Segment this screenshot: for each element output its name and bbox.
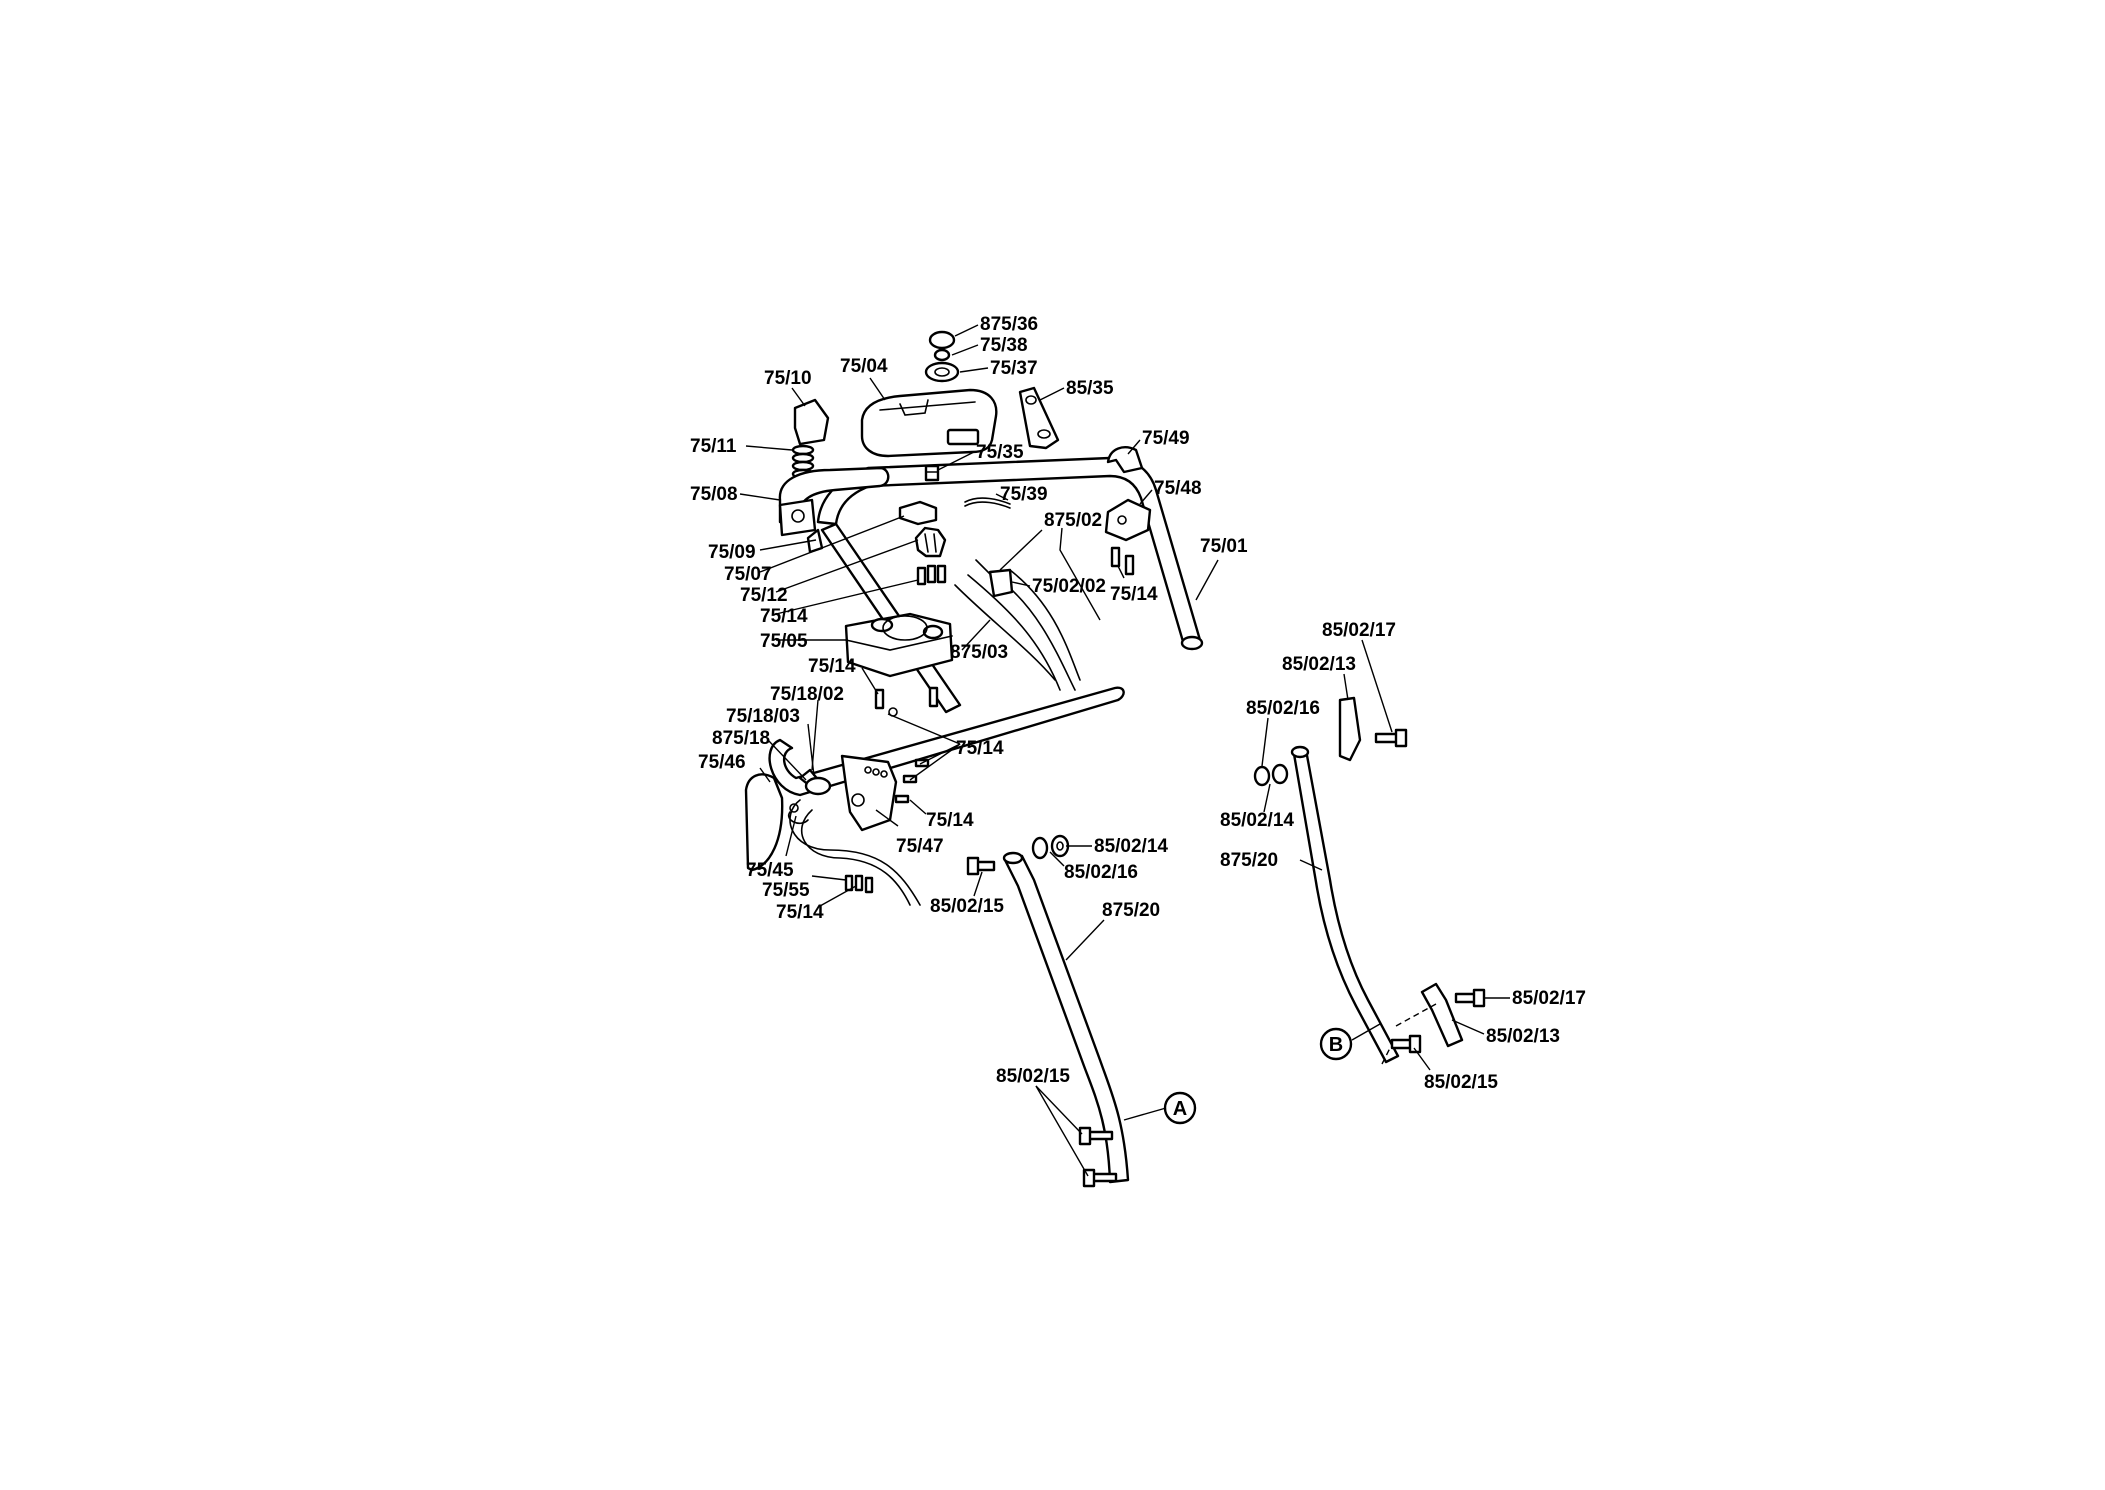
bracket-75-47 bbox=[840, 754, 898, 832]
label-75-48: 75/48 bbox=[1154, 478, 1202, 499]
label-75-04: 75/04 bbox=[840, 356, 888, 377]
bracket-75-48 bbox=[1104, 498, 1152, 542]
knob-875-36 bbox=[924, 330, 960, 383]
screw-75-35 bbox=[924, 464, 940, 482]
screw-group-75-14 bbox=[916, 564, 947, 586]
label-75-39: 75/39 bbox=[1000, 484, 1048, 505]
screw-set-75-14-mid bbox=[894, 758, 930, 804]
bolts-85-02-15-b bbox=[1078, 1126, 1118, 1188]
clamp-75-12 bbox=[914, 526, 947, 558]
label-75-14-f: 75/14 bbox=[776, 902, 824, 923]
label-85-02-14-b: 85/02/14 bbox=[1220, 810, 1294, 831]
label-85-35: 85/35 bbox=[1066, 378, 1114, 399]
label-85-02-15-c: 85/02/15 bbox=[1424, 1072, 1498, 1093]
label-75-35: 75/35 bbox=[976, 442, 1024, 463]
label-875-20-a: 875/20 bbox=[1102, 900, 1160, 921]
label-85-02-17-a: 85/02/17 bbox=[1322, 620, 1396, 641]
label-75-08: 75/08 bbox=[690, 484, 738, 505]
label-75-11: 75/11 bbox=[690, 436, 737, 457]
part-labels: 875/36 75/38 75/37 75/10 75/04 85/35 75/… bbox=[690, 314, 1586, 1093]
bolt-85-02-15-a bbox=[966, 856, 996, 876]
lever-75-08 bbox=[778, 466, 890, 537]
lever-75-18-02 bbox=[798, 768, 832, 796]
spring-rod-75-39 bbox=[964, 497, 1011, 509]
clip-75-10 bbox=[793, 398, 830, 446]
lower-tube-a bbox=[1002, 851, 1130, 1184]
label-75-02-02: 75/02/02 bbox=[1032, 576, 1106, 597]
label-75-14-b: 75/14 bbox=[1110, 584, 1158, 605]
label-85-02-16-b: 85/02/16 bbox=[1246, 698, 1320, 719]
base-75-05 bbox=[844, 612, 954, 678]
label-85-02-13-a: 85/02/13 bbox=[1282, 654, 1356, 675]
link-85-35 bbox=[1018, 386, 1060, 450]
label-75-14-e: 75/14 bbox=[926, 810, 974, 831]
label-75-55: 75/55 bbox=[762, 880, 810, 901]
label-75-10: 75/10 bbox=[764, 368, 812, 389]
control-cables bbox=[789, 569, 1081, 906]
label-75-38: 75/38 bbox=[980, 335, 1028, 356]
leader-lines bbox=[739, 324, 1510, 1177]
label-75-09: 75/09 bbox=[708, 542, 756, 563]
label-75-45: 75/45 bbox=[746, 860, 794, 881]
cap-75-49 bbox=[1106, 446, 1144, 474]
label-75-01: 75/01 bbox=[1200, 536, 1248, 557]
lower-tube-b bbox=[1290, 745, 1400, 1064]
callout-a-text: A bbox=[1173, 1098, 1187, 1120]
label-85-02-16-a: 85/02/16 bbox=[1064, 862, 1138, 883]
label-75-37: 75/37 bbox=[990, 358, 1038, 379]
label-75-05: 75/05 bbox=[760, 631, 808, 652]
label-875-20-b: 875/20 bbox=[1220, 850, 1278, 871]
washers-85-02-16-b bbox=[1253, 763, 1289, 787]
callout-b-text: B bbox=[1329, 1034, 1343, 1056]
label-75-14-c: 75/14 bbox=[808, 656, 856, 677]
clip-75-07 bbox=[898, 500, 938, 526]
control-housing-75-04 bbox=[860, 388, 998, 458]
callout-b: B bbox=[1319, 1027, 1353, 1061]
label-85-02-15-b: 85/02/15 bbox=[996, 1066, 1070, 1087]
label-875-02: 875/02 bbox=[1044, 510, 1102, 531]
label-85-02-14-a: 85/02/14 bbox=[1094, 836, 1168, 857]
label-75-47: 75/47 bbox=[896, 836, 944, 857]
bracket-85-02-13-b bbox=[1420, 982, 1464, 1048]
label-85-02-13-b: 85/02/13 bbox=[1486, 1026, 1560, 1047]
bolt-85-02-17-b bbox=[1454, 988, 1486, 1008]
callout-a: A bbox=[1163, 1091, 1197, 1125]
label-875-36: 875/36 bbox=[980, 314, 1038, 335]
label-75-12: 75/12 bbox=[740, 585, 788, 606]
label-875-03: 875/03 bbox=[950, 642, 1008, 663]
label-75-14-a: 75/14 bbox=[760, 606, 808, 627]
label-75-49: 75/49 bbox=[1142, 428, 1190, 449]
cover-75-46 bbox=[744, 773, 784, 872]
bolt-85-02-17-a bbox=[1374, 728, 1408, 748]
label-75-18-02: 75/18/02 bbox=[770, 684, 844, 705]
bolt-85-02-15-c bbox=[1390, 1034, 1422, 1054]
spring-75-45 bbox=[787, 803, 809, 825]
screw-set-75-55 bbox=[844, 874, 874, 894]
screw-pair-75-14-lower bbox=[874, 686, 939, 717]
label-75-07: 75/07 bbox=[724, 564, 772, 585]
label-85-02-17-b: 85/02/17 bbox=[1512, 988, 1586, 1009]
bracket-85-02-13-a bbox=[1338, 696, 1362, 762]
screw-pair-75-14 bbox=[1110, 546, 1135, 576]
label-875-18: 875/18 bbox=[712, 728, 770, 749]
adjuster-75-02-02 bbox=[975, 559, 1014, 598]
label-75-14-d: 75/14 bbox=[956, 738, 1004, 759]
label-75-18-03: 75/18/03 bbox=[726, 706, 800, 727]
washers-85-02-14-a bbox=[1031, 834, 1070, 860]
label-85-02-15-a: 85/02/15 bbox=[930, 896, 1004, 917]
label-75-46: 75/46 bbox=[698, 752, 746, 773]
